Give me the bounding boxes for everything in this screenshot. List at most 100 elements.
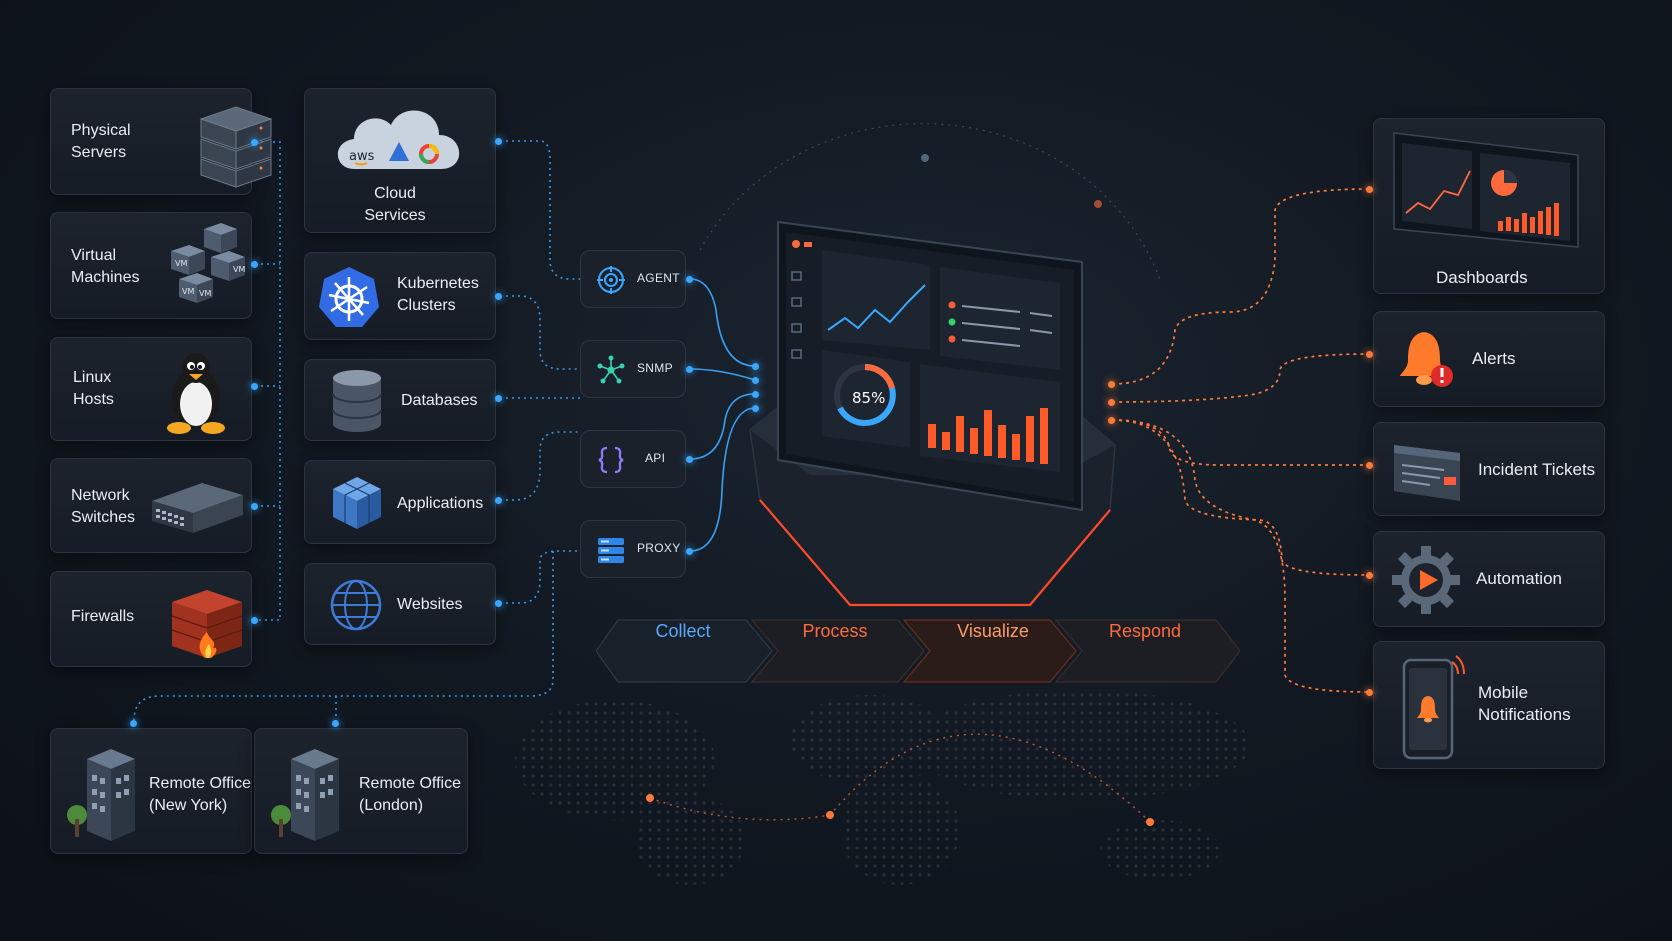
office-building-icon <box>67 749 135 841</box>
source-label: Databases <box>401 392 478 409</box>
office-label: Remote Office (New York) <box>149 775 251 814</box>
connector-dot <box>251 261 258 268</box>
connector-dot <box>495 497 502 504</box>
connector-dot <box>251 503 258 510</box>
connector-dot <box>332 720 339 727</box>
output-label: Dashboards <box>1436 268 1528 287</box>
source-label: Virtual Machines <box>71 247 140 286</box>
source-firewalls[interactable]: Firewalls <box>50 571 252 667</box>
source-label: Firewalls <box>71 608 135 625</box>
protocol-label: SNMP <box>637 361 673 375</box>
remote-office-london[interactable]: Remote Office (London) <box>254 728 468 854</box>
remote-office-new-york[interactable]: Remote Office (New York) <box>50 728 252 854</box>
connector-dot <box>251 139 258 146</box>
output-dashboards[interactable]: Dashboards <box>1373 118 1605 294</box>
source-websites[interactable]: Websites <box>304 563 496 645</box>
pipeline-step-respond: Respond <box>1108 621 1182 641</box>
output-label: Incident Tickets <box>1478 460 1596 479</box>
connector-dot <box>686 548 693 555</box>
cloud-icon: aws <box>337 110 460 169</box>
output-alerts[interactable]: Alerts <box>1373 311 1605 407</box>
source-databases[interactable]: Databases <box>304 359 496 441</box>
output-label: Automation <box>1476 569 1562 588</box>
output-label: Mobile Notifications <box>1478 683 1571 724</box>
protocol-agent[interactable]: AGENT <box>580 250 686 308</box>
pipeline-step-visualize: Visualize <box>957 621 1029 641</box>
protocol-label: PROXY <box>637 541 681 555</box>
source-linux-hosts[interactable]: Linux Hosts <box>50 337 252 441</box>
connector-dot <box>686 456 693 463</box>
connector-dot <box>1366 351 1373 358</box>
gauge-value: 85% <box>852 389 885 407</box>
connector-dot <box>686 276 693 283</box>
source-label: Physical Servers <box>71 122 131 161</box>
api-braces-icon <box>598 446 624 474</box>
protocol-label: AGENT <box>637 271 680 285</box>
svg-text:VM: VM <box>199 289 211 298</box>
connector-dot <box>752 391 759 398</box>
connector-dot <box>1108 381 1115 388</box>
connector-dot <box>495 600 502 607</box>
connector-dot <box>752 405 759 412</box>
connector-dot <box>495 395 502 402</box>
output-mobile-notifications[interactable]: Mobile Notifications <box>1373 641 1605 769</box>
connector-dot <box>1366 462 1373 469</box>
source-cloud-services[interactable]: aws Cloud Services <box>304 88 496 233</box>
cloud-badge: aws <box>349 149 375 164</box>
output-incident-tickets[interactable]: Incident Tickets <box>1373 422 1605 516</box>
snmp-network-icon <box>597 355 625 384</box>
alert-bell-icon <box>1400 332 1453 387</box>
server-rack-icon <box>199 106 273 188</box>
connector-dot <box>752 363 759 370</box>
globe-icon <box>330 579 382 631</box>
source-physical-servers[interactable]: Physical Servers <box>50 88 273 195</box>
source-label: Applications <box>397 495 484 512</box>
svg-text:VM: VM <box>175 259 187 268</box>
applications-icon <box>333 477 381 529</box>
source-label: Cloud Services <box>364 185 426 224</box>
proxy-server-icon <box>598 538 624 563</box>
vm-cubes-icon: VM VM VM VM <box>171 223 245 303</box>
connector-dot <box>1108 417 1115 424</box>
agent-target-icon <box>597 266 625 294</box>
output-automation[interactable]: Automation <box>1373 531 1605 627</box>
source-label: Network Switches <box>71 487 136 526</box>
protocol-label: API <box>645 451 666 465</box>
connector-dot <box>251 617 258 624</box>
connector-dot <box>1366 186 1373 193</box>
svg-text:VM: VM <box>233 265 245 274</box>
mobile-phone-icon <box>1402 655 1465 760</box>
dashboard-screen-icon <box>1393 132 1579 248</box>
connector-dot <box>495 293 502 300</box>
connector-dot <box>130 720 137 727</box>
source-label: Linux Hosts <box>73 369 114 408</box>
kubernetes-icon <box>319 267 379 327</box>
office-label: Remote Office (London) <box>359 775 461 814</box>
connector-dot <box>1366 572 1373 579</box>
tux-penguin-icon <box>167 353 225 434</box>
connector-dot <box>752 377 759 384</box>
connector-dot <box>251 383 258 390</box>
output-label: Alerts <box>1472 349 1516 368</box>
protocol-snmp[interactable]: SNMP <box>580 340 686 398</box>
office-building-icon <box>271 749 339 841</box>
pipeline-bar <box>596 619 1240 683</box>
source-label: Websites <box>397 596 463 613</box>
protocol-api[interactable]: API <box>580 430 686 488</box>
source-network-switches[interactable]: Network Switches <box>50 458 252 553</box>
ticket-icon <box>1394 445 1460 501</box>
svg-text:VM: VM <box>182 287 194 296</box>
network-switch-icon <box>152 483 243 533</box>
world-map <box>515 690 1250 885</box>
pipeline-step-collect: Collect <box>655 621 711 641</box>
source-kubernetes-clusters[interactable]: Kubernetes Clusters <box>304 252 496 340</box>
source-applications[interactable]: Applications <box>304 460 496 544</box>
central-monitoring-hub: 85% <box>749 220 1116 607</box>
pipeline-step-process: Process <box>802 621 868 641</box>
source-virtual-machines[interactable]: Virtual Machines VM VM VM VM <box>50 212 252 319</box>
protocol-proxy[interactable]: PROXY <box>580 520 686 578</box>
connector-dot <box>1366 689 1373 696</box>
automation-gear-icon <box>1392 546 1460 614</box>
database-icon <box>332 370 382 432</box>
connector-dot <box>686 366 693 373</box>
